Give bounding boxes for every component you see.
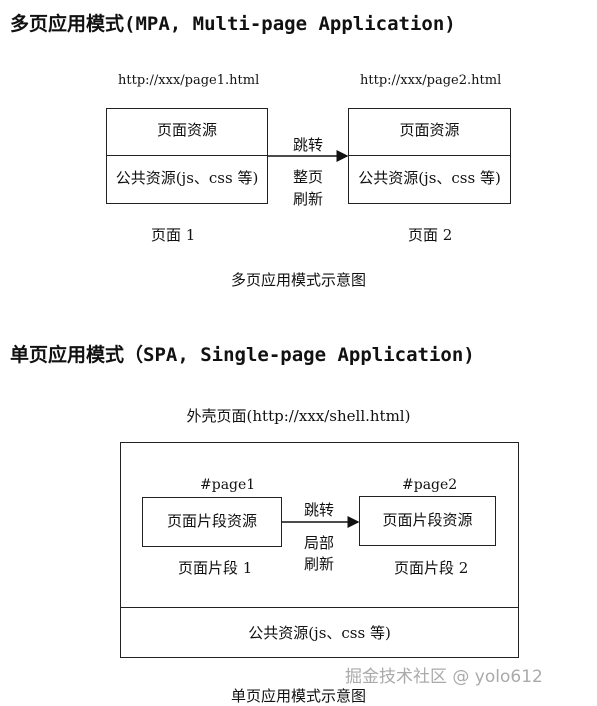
- mpa-page1-url: http://xxx/page1.html: [118, 73, 260, 88]
- spa-arrow-label-jump: 跳转: [303, 501, 334, 519]
- mpa-page2-box: 页面资源 公共资源(js、css 等): [348, 108, 511, 204]
- spa-shell-divider: [120, 607, 519, 608]
- mpa-page1-divider: [107, 155, 267, 156]
- spa-shell-box: [120, 442, 519, 658]
- spa-diagram-caption: 单页应用模式示意图: [230, 687, 366, 705]
- spa-page1-caption: 页面片段 1: [178, 559, 253, 577]
- spa-page2-caption: 页面片段 2: [394, 559, 469, 577]
- mpa-diagram-caption: 多页应用模式示意图: [230, 271, 366, 289]
- spa-arrow-label-refresh: 刷新: [303, 555, 334, 573]
- mpa-page1-common-resources: 公共资源(js、css 等): [115, 169, 259, 187]
- spa-title: 单页应用模式（SPA, Single-page Application): [10, 344, 475, 366]
- mpa-arrow-label-jump: 跳转: [292, 136, 323, 154]
- mpa-page2-common-resources: 公共资源(js、css 等): [358, 169, 501, 187]
- spa-arrow-label-partial: 局部: [303, 534, 334, 552]
- mpa-page1-box: 页面资源 公共资源(js、css 等): [106, 108, 268, 204]
- mpa-page2-page-resources: 页面资源: [399, 121, 460, 139]
- spa-page1-fragment-box: 页面片段资源: [142, 497, 282, 547]
- mpa-arrow-label-full: 整页: [292, 168, 323, 186]
- spa-page2-fragment-box: 页面片段资源: [359, 496, 496, 546]
- watermark: 掘金技术社区 @ yolo612: [345, 667, 543, 687]
- mpa-page1-caption: 页面 1: [151, 226, 196, 244]
- mpa-page2-caption: 页面 2: [408, 226, 453, 244]
- spa-page2-anchor: #page2: [402, 477, 458, 493]
- spa-page1-fragment-label: 页面片段资源: [166, 512, 257, 530]
- mpa-page1-page-resources: 页面资源: [156, 121, 217, 139]
- spa-common-resources: 公共资源(js、css 等): [248, 624, 391, 642]
- spa-shell-label: 外壳页面(http://xxx/shell.html): [186, 407, 411, 425]
- mpa-title: 多页应用模式(MPA, Multi-page Application): [10, 13, 456, 35]
- mpa-page2-url: http://xxx/page2.html: [360, 73, 502, 88]
- spa-page2-fragment-label: 页面片段资源: [382, 511, 473, 529]
- spa-page1-anchor: #page1: [200, 477, 256, 493]
- mpa-page2-divider: [349, 155, 510, 156]
- mpa-arrow-label-refresh: 刷新: [292, 190, 323, 208]
